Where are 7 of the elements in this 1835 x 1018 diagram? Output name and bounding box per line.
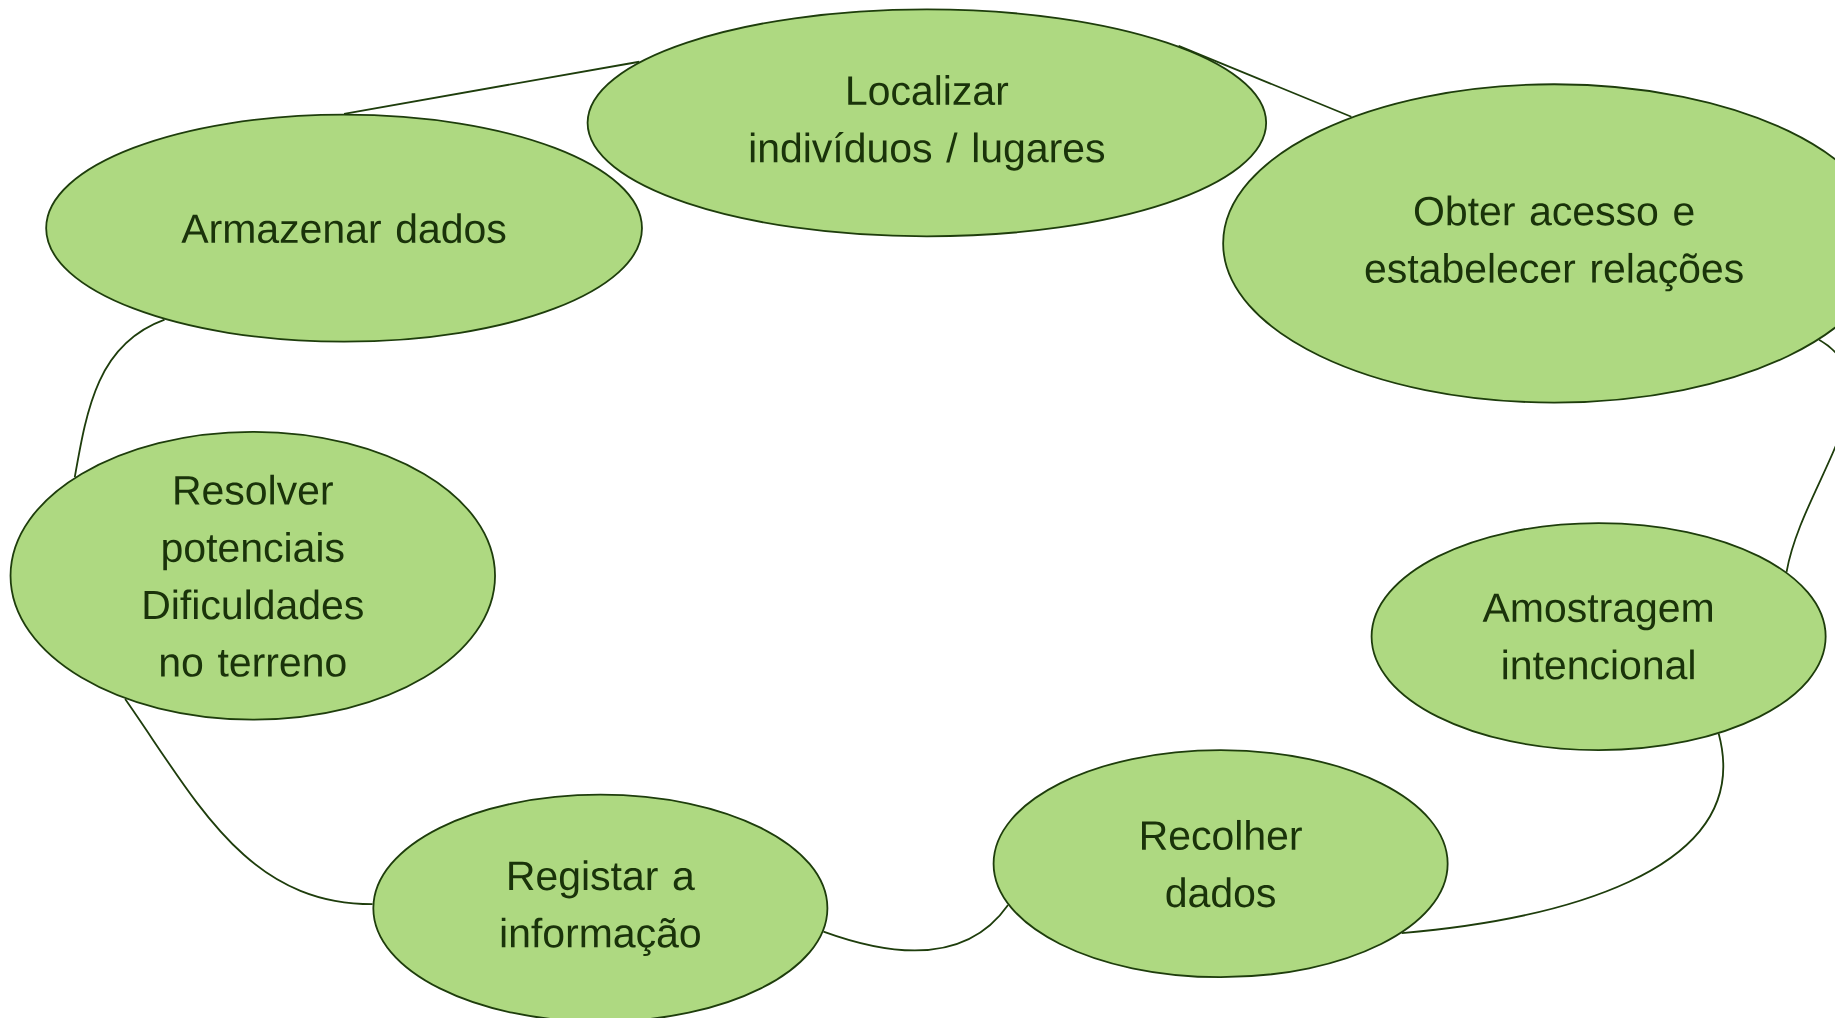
connector-line <box>124 698 374 905</box>
connector-line <box>73 318 166 478</box>
connector-line <box>1785 338 1835 573</box>
connector-line <box>822 904 1009 952</box>
connector-line <box>1400 732 1725 934</box>
connector-line <box>343 60 641 115</box>
connector-line <box>1177 44 1353 118</box>
